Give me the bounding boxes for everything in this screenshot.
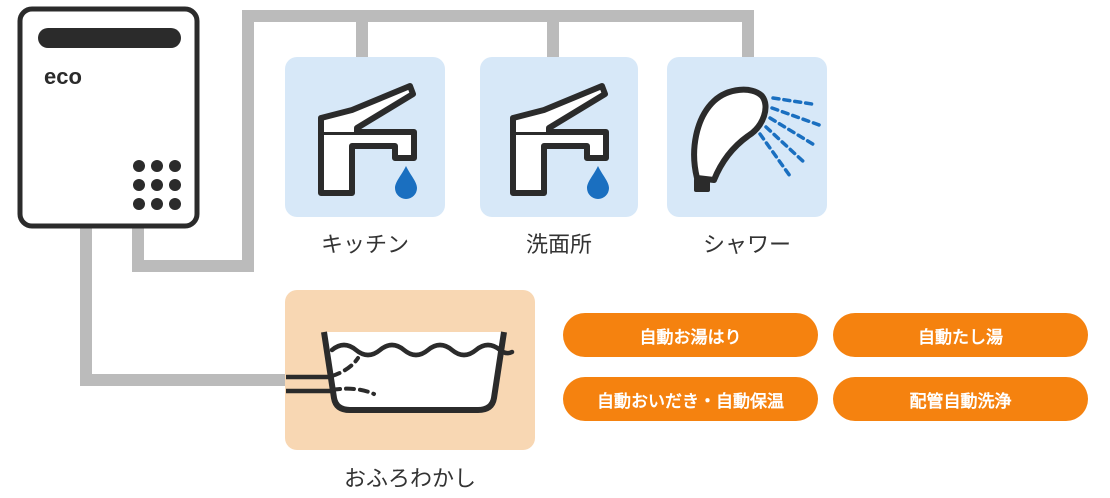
bath-label: おふろわかし [343,467,476,492]
heater-brand-text: eco [44,64,82,89]
heater-display-bar [38,28,181,48]
shower-head-icon [691,86,769,192]
feature-badge-auto-reheat-keep-warm: 自動おいだき・自動保温 [563,377,818,421]
pipes [80,10,754,386]
fixture-label-shower: シャワー [702,233,791,258]
bath-panel [285,290,535,450]
feature-badge-auto-top-up: 自動たし湯 [833,313,1088,357]
water-heater-icon [17,6,200,229]
water-drop-icon [587,166,609,199]
bath-pipe-connection [286,374,331,394]
kitchen-fixture [285,57,445,217]
hot-water-supply-pipe [132,10,754,272]
shower-fixture [667,57,827,217]
bath-water-wave [329,342,515,358]
feature-badge-auto-pipe-cleaning: 配管自動洗浄 [833,377,1088,421]
fixture-label-kitchen: キッチン [320,233,409,258]
bath-return-pipe [80,226,286,386]
faucet-icon [318,83,417,196]
water-drop-icon [395,166,417,199]
heater-vent-icon [133,160,181,210]
feature-badge-auto-fill: 自動お湯はり [563,313,818,357]
bath-circulation-flow [330,356,376,396]
bathtub-icon [286,331,515,413]
shower-spray-icon [758,96,824,178]
faucet-icon [510,83,609,196]
washroom-fixture [480,57,638,217]
fixture-label-washroom: 洗面所 [525,233,592,258]
